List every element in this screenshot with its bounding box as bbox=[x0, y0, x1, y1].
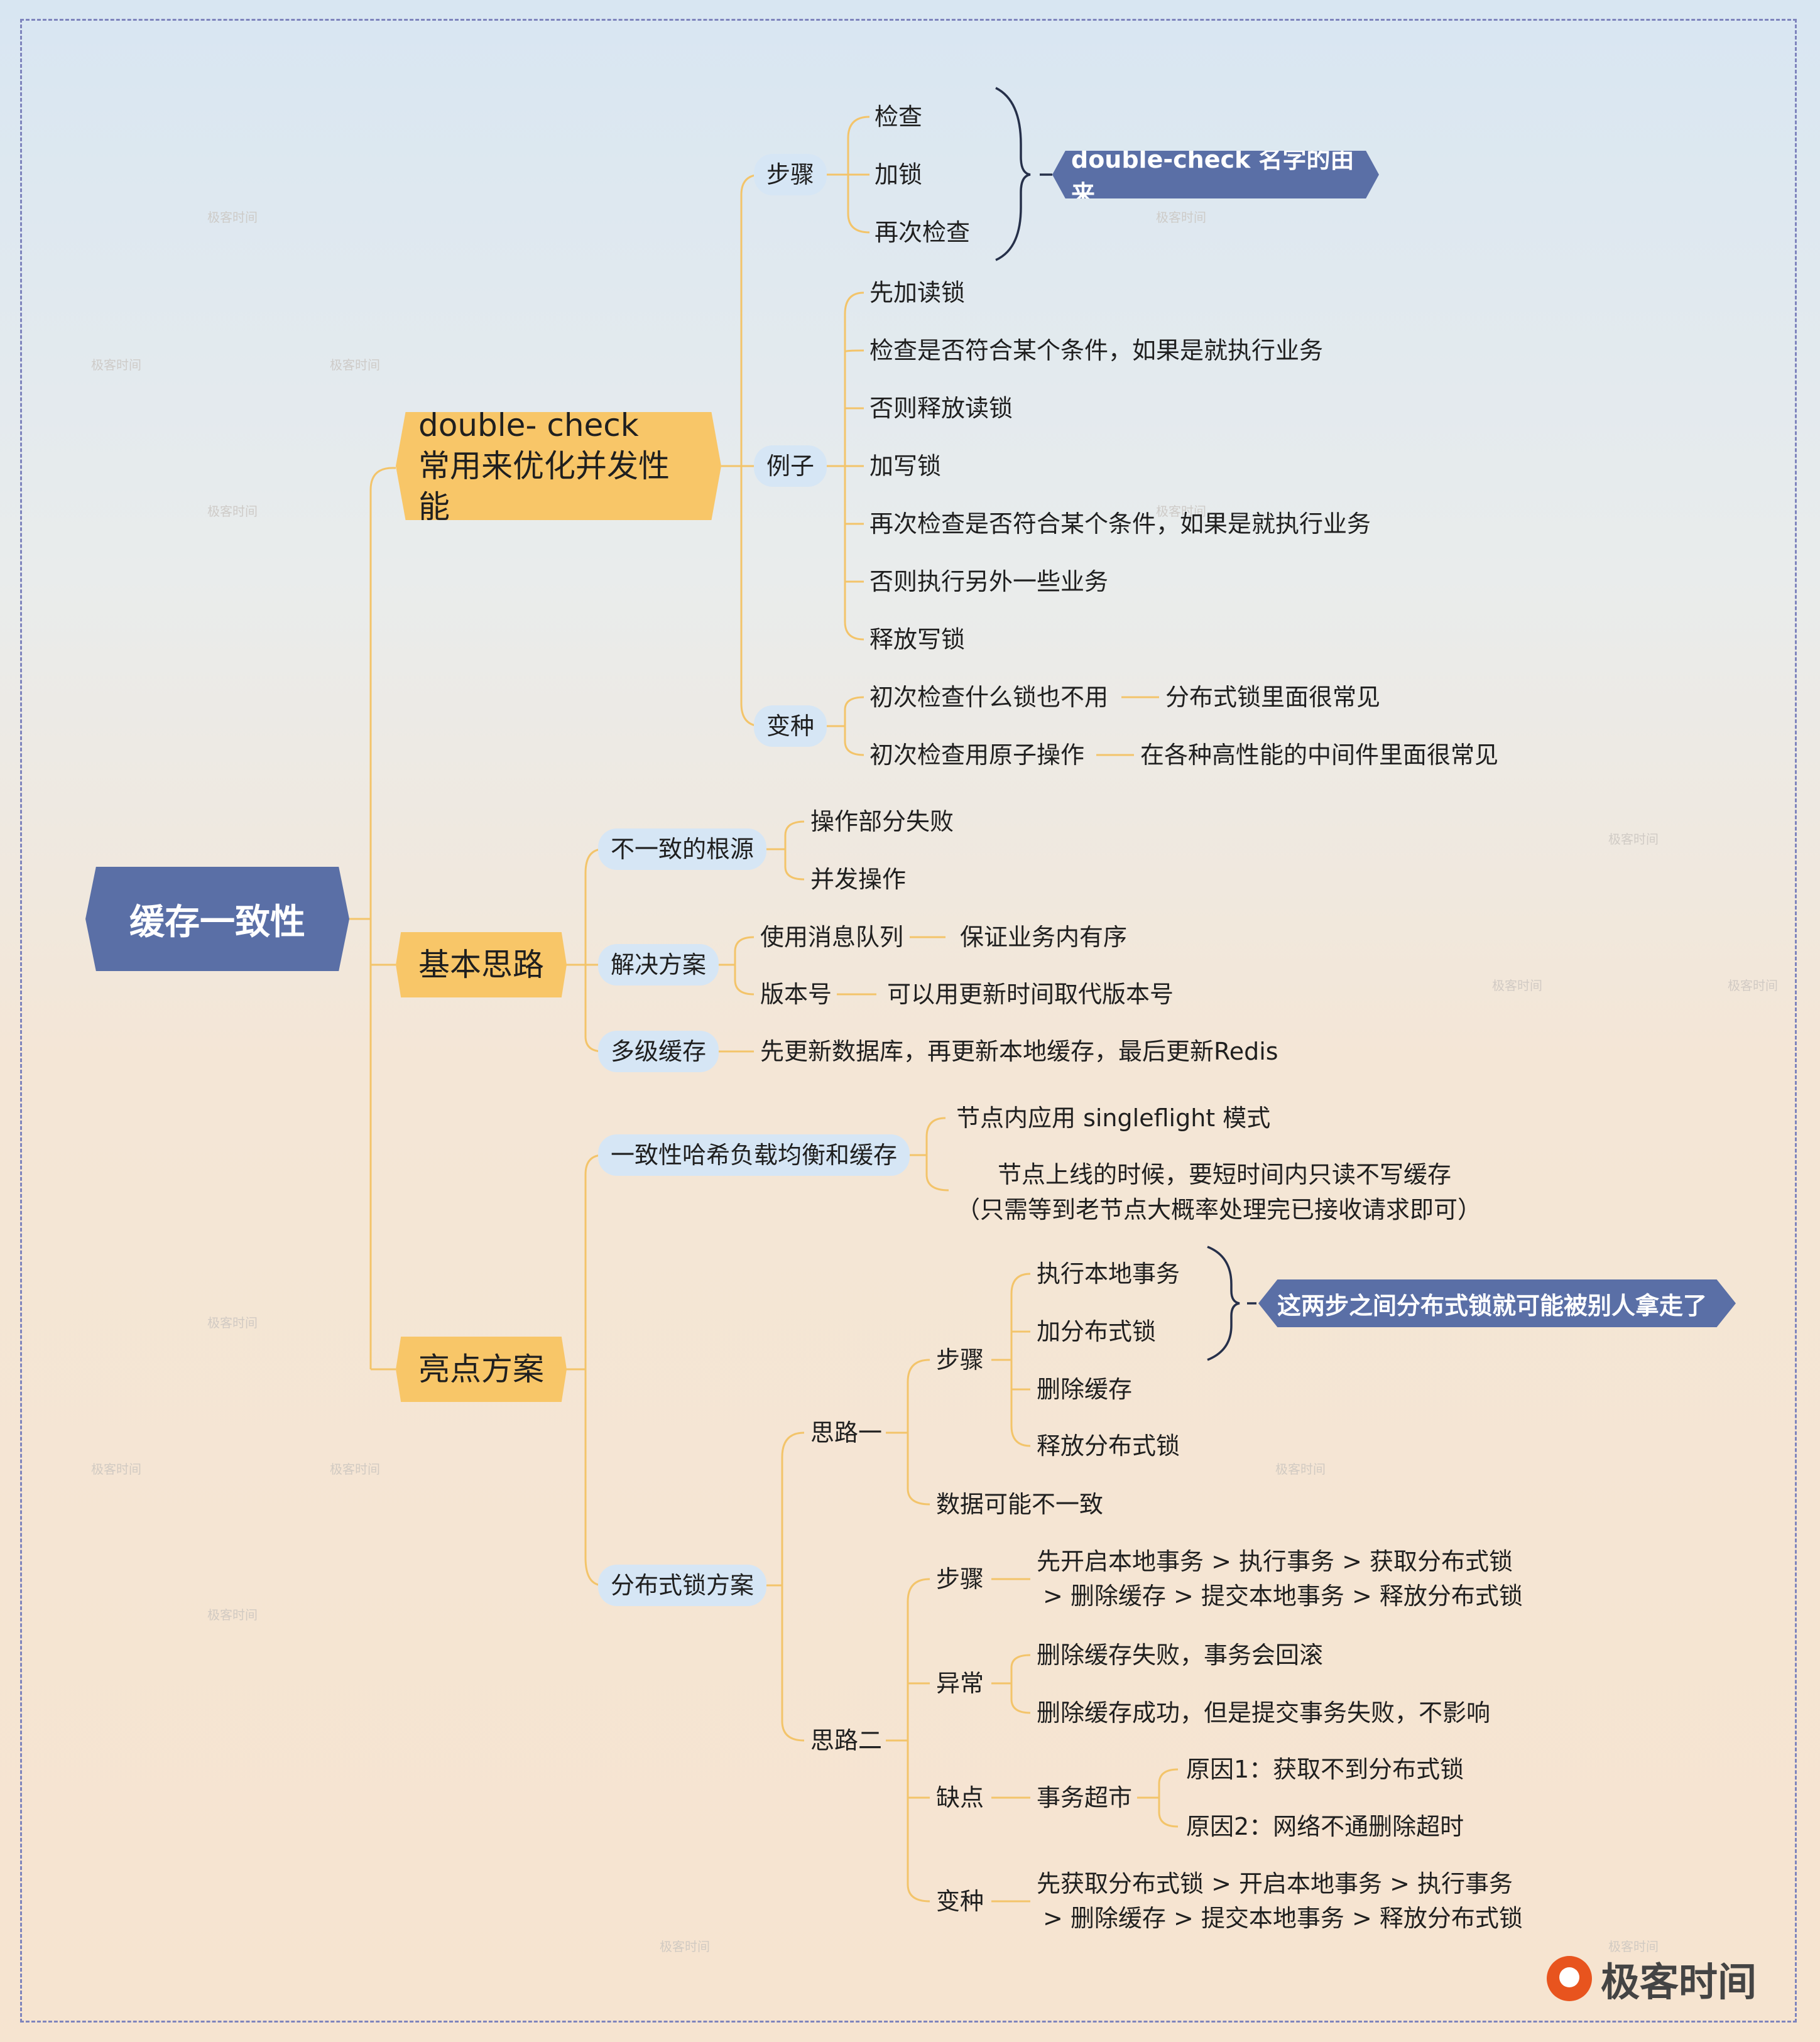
watermark: 极客时间 bbox=[330, 357, 380, 372]
example-item: 否则释放读锁 bbox=[869, 394, 1013, 422]
variant-item: 初次检查用原子操作 bbox=[869, 741, 1085, 769]
example-item: 加写锁 bbox=[869, 452, 942, 480]
idea2-variant-line1: 先获取分布式锁 > 开启本地事务 > 执行事务 bbox=[1037, 1870, 1513, 1898]
branch-double-check: double- check 常用来优化并发性能 bbox=[396, 412, 721, 520]
idea1-step: 加分布式锁 bbox=[1037, 1318, 1157, 1345]
variant-label: 变种 bbox=[754, 705, 827, 747]
root-cause-label: 不一致的根源 bbox=[598, 828, 767, 870]
logo-icon bbox=[1547, 1956, 1592, 2001]
multilevel-cache-label: 多级缓存 bbox=[598, 1031, 719, 1072]
branch-basic-title: 基本思路 bbox=[418, 946, 544, 983]
branch-basic: 基本思路 bbox=[396, 932, 567, 997]
branch-double-check-line1: double- check bbox=[418, 406, 639, 443]
watermark: 极客时间 bbox=[1608, 1939, 1659, 1954]
idea2-exception-label: 异常 bbox=[936, 1670, 984, 1697]
dashed-frame bbox=[20, 19, 1797, 2023]
geekbang-logo: 极客时间 bbox=[1547, 1953, 1757, 2005]
variant-detail: 分布式锁里面很常见 bbox=[1165, 683, 1381, 711]
watermark: 极客时间 bbox=[1728, 978, 1778, 993]
double-check-origin-text: double-check 名字的由来 bbox=[1071, 146, 1354, 208]
idea2-exception: 删除缓存成功，但是提交事务失败，不影响 bbox=[1037, 1699, 1491, 1727]
idea2-exception: 删除缓存失败，事务会回滚 bbox=[1037, 1641, 1324, 1669]
watermark: 极客时间 bbox=[207, 1607, 258, 1622]
example-item: 再次检查是否符合某个条件，如果是就执行业务 bbox=[869, 510, 1371, 538]
steps-label: 步骤 bbox=[754, 154, 827, 195]
watermark: 极客时间 bbox=[1156, 504, 1206, 519]
branch-highlight: 亮点方案 bbox=[396, 1337, 567, 1402]
hash-item-line1: 节点上线的时候，要短时间内只读不写缓存 bbox=[998, 1161, 1452, 1188]
root-node: 缓存一致性 bbox=[85, 867, 349, 971]
step-item: 再次检查 bbox=[875, 219, 971, 246]
watermark: 极客时间 bbox=[91, 1462, 141, 1477]
watermark: 极客时间 bbox=[330, 1462, 380, 1477]
hash-item-line2: （只需等到老节点大概率处理完已接收请求即可） bbox=[956, 1196, 1482, 1224]
idea2-variant-label: 变种 bbox=[936, 1887, 984, 1915]
idea2-steps-line1: 先开启本地事务 > 执行事务 > 获取分布式锁 bbox=[1037, 1548, 1513, 1575]
example-item: 检查是否符合某个条件，如果是就执行业务 bbox=[869, 337, 1324, 364]
watermark: 极客时间 bbox=[207, 210, 258, 225]
distributed-lock-label: 分布式锁方案 bbox=[598, 1565, 767, 1606]
branch-double-check-line2: 常用来优化并发性能 bbox=[418, 447, 670, 525]
solution-label: 解决方案 bbox=[598, 944, 719, 986]
idea2-drawback-label: 缺点 bbox=[936, 1784, 984, 1811]
multilevel-cache-detail: 先更新数据库，再更新本地缓存，最后更新Redis bbox=[760, 1038, 1278, 1065]
root-cause-item: 操作部分失败 bbox=[810, 808, 954, 835]
solution-item: 使用消息队列 bbox=[760, 923, 904, 951]
example-item: 否则执行另外一些业务 bbox=[869, 568, 1109, 595]
idea2-reason: 原因1：获取不到分布式锁 bbox=[1186, 1756, 1464, 1783]
idea1-step: 删除缓存 bbox=[1037, 1376, 1133, 1403]
idea2-drawback-item: 事务超市 bbox=[1037, 1784, 1133, 1811]
idea2-label: 思路二 bbox=[810, 1727, 883, 1754]
example-item: 先加读锁 bbox=[869, 279, 966, 307]
idea2-reason: 原因2：网络不通删除超时 bbox=[1186, 1813, 1464, 1840]
solution-detail: 可以用更新时间取代版本号 bbox=[887, 980, 1174, 1008]
branch-highlight-title: 亮点方案 bbox=[418, 1350, 544, 1388]
hash-item: 节点内应用 singleflight 模式 bbox=[956, 1104, 1271, 1132]
watermark: 极客时间 bbox=[91, 357, 141, 372]
idea1-step: 释放分布式锁 bbox=[1037, 1432, 1180, 1460]
solution-detail: 保证业务内有序 bbox=[960, 923, 1128, 951]
idea1-step: 执行本地事务 bbox=[1037, 1260, 1180, 1288]
watermark: 极客时间 bbox=[207, 504, 258, 519]
watermark: 极客时间 bbox=[660, 1939, 710, 1954]
example-label: 例子 bbox=[754, 445, 827, 487]
watermark: 极客时间 bbox=[1492, 978, 1542, 993]
solution-item: 版本号 bbox=[760, 980, 832, 1008]
watermark: 极客时间 bbox=[1608, 832, 1659, 847]
example-item: 释放写锁 bbox=[869, 626, 966, 653]
idea1-steps-label: 步骤 bbox=[936, 1346, 984, 1374]
lock-stolen-text: 这两步之间分布式锁就可能被别人拿走了 bbox=[1277, 1291, 1708, 1320]
watermark: 极客时间 bbox=[1156, 210, 1206, 225]
idea2-variant-line2: > 删除缓存 > 提交本地事务 > 释放分布式锁 bbox=[1043, 1904, 1523, 1932]
lock-stolen-note: 这两步之间分布式锁就可能被别人拿走了 bbox=[1258, 1279, 1736, 1327]
consistent-hash-label: 一致性哈希负载均衡和缓存 bbox=[598, 1134, 910, 1176]
step-item: 检查 bbox=[875, 103, 923, 131]
idea2-steps-label: 步骤 bbox=[936, 1565, 984, 1593]
root-cause-item: 并发操作 bbox=[810, 866, 907, 893]
step-item: 加锁 bbox=[875, 161, 923, 188]
idea1-label: 思路一 bbox=[810, 1419, 883, 1447]
watermark: 极客时间 bbox=[207, 1315, 258, 1330]
logo-text: 极客时间 bbox=[1601, 1959, 1757, 2005]
idea1-result: 数据可能不一致 bbox=[936, 1491, 1104, 1518]
variant-item: 初次检查什么锁也不用 bbox=[869, 683, 1109, 711]
watermark: 极客时间 bbox=[1275, 1462, 1326, 1477]
idea2-steps-line2: > 删除缓存 > 提交本地事务 > 释放分布式锁 bbox=[1043, 1582, 1523, 1610]
double-check-origin-note: double-check 名字的由来 bbox=[1052, 151, 1379, 198]
variant-detail: 在各种高性能的中间件里面很常见 bbox=[1140, 741, 1499, 769]
